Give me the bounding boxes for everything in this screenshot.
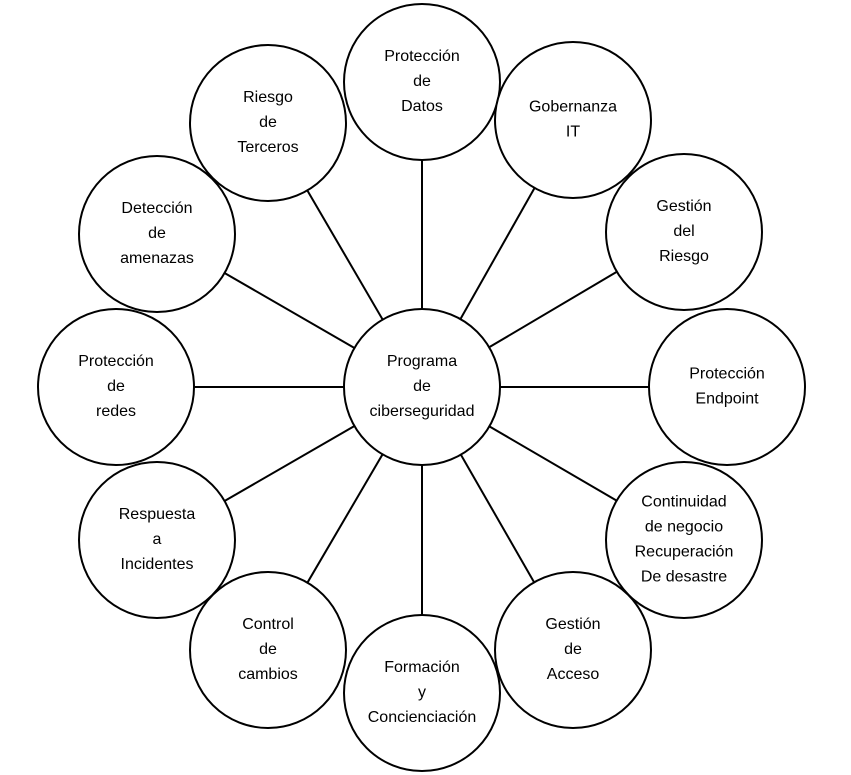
node-label-proteccion-datos-line-3: Datos: [401, 98, 443, 115]
spoke-continuidad-negocio: [488, 425, 618, 502]
node-label-gestion-acceso-line-3: Acceso: [547, 666, 600, 683]
node-label-control-cambios-line-2: de: [259, 641, 277, 658]
node-proteccion-redes: Protección de redes: [37, 308, 195, 466]
node-label-deteccion-amenazas-line-2: de: [148, 225, 166, 242]
spoke-riesgo-terceros: [306, 189, 384, 321]
node-label-riesgo-terceros-line-2: de: [259, 114, 277, 131]
node-label-gestion-riesgo-line-1: Gestión: [656, 198, 711, 215]
node-circle-respuesta-incidentes: [78, 461, 236, 619]
node-label-control-cambios-line-1: Control: [242, 616, 294, 633]
node-label-proteccion-datos-line-1: Protección: [384, 48, 460, 65]
node-label-proteccion-redes-line-2: de: [107, 378, 125, 395]
node-label-riesgo-terceros-line-1: Riesgo: [243, 89, 293, 106]
node-label-continuidad-negocio-line-1: Continuidad: [641, 494, 726, 511]
node-label-gestion-acceso-line-1: Gestión: [545, 616, 600, 633]
spoke-gestion-acceso: [459, 454, 536, 583]
node-label-proteccion-redes-line-3: redes: [96, 403, 136, 420]
node-label-respuesta-incidentes-line-1: Respuesta: [119, 506, 196, 523]
node-label-gobernanza-it-line-1: Gobernanza: [529, 99, 617, 116]
node-circle-riesgo-terceros: [189, 44, 347, 202]
spokes: [194, 160, 649, 615]
node-label-continuidad-negocio-line-3: Recuperación: [635, 544, 734, 561]
spoke-respuesta-incidentes: [224, 425, 355, 502]
node-label-continuidad-negocio-line-4: De desastre: [641, 569, 727, 586]
node-label-deteccion-amenazas-line-3: amenazas: [120, 250, 194, 267]
spoke-gestion-riesgo: [488, 270, 618, 349]
center-circle: [343, 308, 501, 466]
node-circle-proteccion-endpoint: [648, 308, 806, 466]
spoke-deteccion-amenazas: [224, 272, 355, 349]
node-circle-proteccion-redes: [37, 308, 195, 466]
node-label-respuesta-incidentes-line-2: a: [153, 531, 162, 548]
node-circle-proteccion-datos: [343, 3, 501, 161]
node-label-gestion-acceso-line-2: de: [564, 641, 582, 658]
center-label-line-3: ciberseguridad: [370, 403, 475, 420]
node-label-respuesta-incidentes-line-3: Incidentes: [121, 556, 194, 573]
spoke-gobernanza-it: [459, 187, 536, 320]
node-circle-gobernanza-it: [494, 41, 652, 199]
node-label-gestion-riesgo-line-3: Riesgo: [659, 248, 709, 265]
node-label-deteccion-amenazas-line-1: Detección: [121, 200, 192, 217]
node-label-control-cambios-line-3: cambios: [238, 666, 298, 683]
center-label-line-1: Programa: [387, 353, 457, 370]
node-label-proteccion-redes-line-1: Protección: [78, 353, 154, 370]
node-label-formacion-concienciacion-line-3: Concienciación: [368, 709, 477, 726]
node-circle-continuidad-negocio: [605, 461, 763, 619]
node-circle-gestion-riesgo: [605, 153, 763, 311]
node-label-proteccion-datos-line-2: de: [413, 73, 431, 90]
node-label-gobernanza-it-line-2: IT: [566, 124, 580, 141]
node-label-proteccion-endpoint-line-2: Endpoint: [695, 391, 759, 408]
center-label-line-2: de: [413, 378, 431, 395]
node-deteccion-amenazas: Detección de amenazas: [78, 155, 236, 313]
node-label-formacion-concienciacion-line-1: Formación: [384, 659, 460, 676]
spoke-control-cambios: [306, 453, 384, 584]
node-label-gestion-riesgo-line-2: del: [673, 223, 694, 240]
node-label-formacion-concienciacion-line-2: y: [418, 684, 426, 701]
node-control-cambios: Control de cambios: [189, 571, 347, 729]
node-circle-gestion-acceso: [494, 571, 652, 729]
node-circle-deteccion-amenazas: [78, 155, 236, 313]
node-label-continuidad-negocio-line-2: de negocio: [645, 519, 723, 536]
node-label-proteccion-endpoint-line-1: Protección: [689, 366, 765, 383]
node-label-riesgo-terceros-line-3: Terceros: [237, 139, 298, 156]
node-circle-formacion-concienciacion: [343, 614, 501, 772]
node-circle-control-cambios: [189, 571, 347, 729]
center-node: Programa de ciberseguridad: [343, 308, 501, 466]
